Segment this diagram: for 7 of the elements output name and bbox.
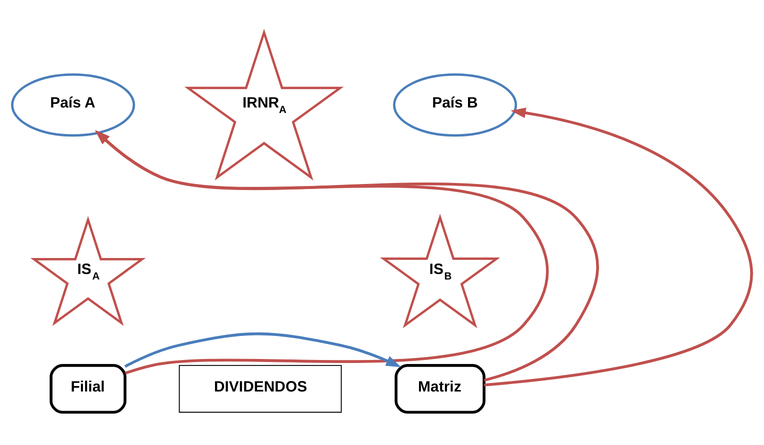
node-box: DIVIDENDOS [178, 364, 342, 413]
arrow [484, 108, 753, 386]
node-ellipse: País A [11, 73, 136, 137]
node-ellipse: País B [393, 73, 518, 137]
node-box: Matriz [394, 364, 486, 414]
node-box: Filial [50, 364, 126, 414]
arrow [124, 332, 401, 368]
